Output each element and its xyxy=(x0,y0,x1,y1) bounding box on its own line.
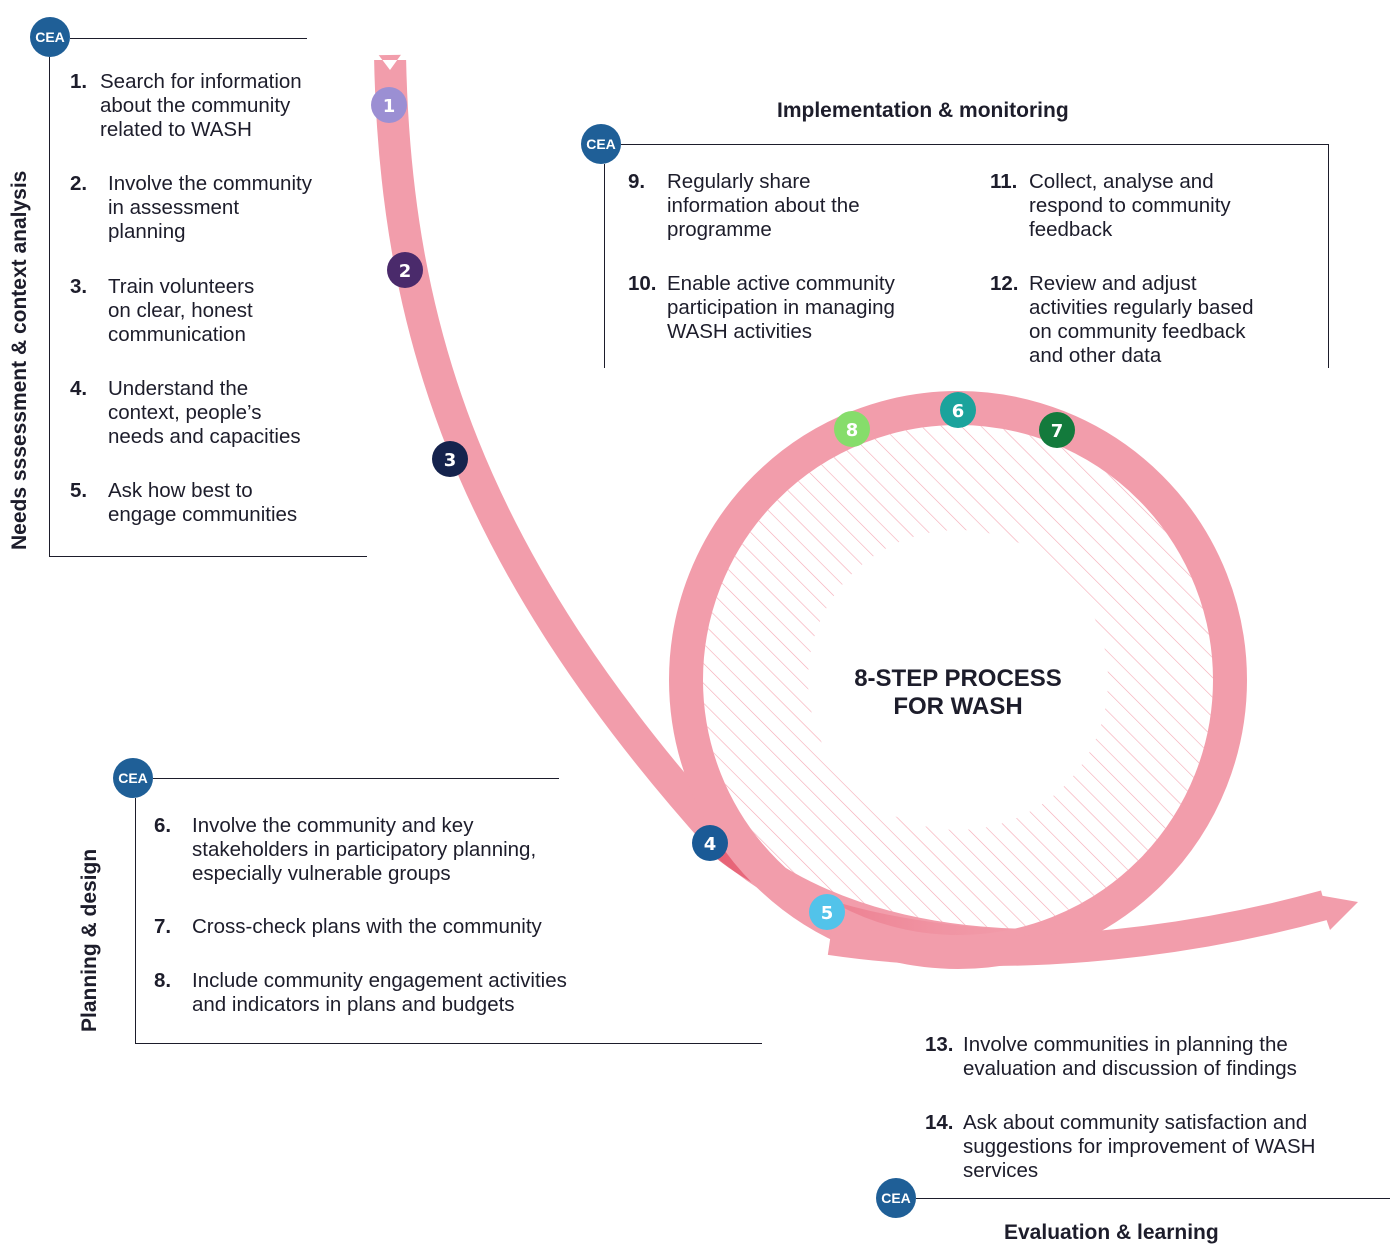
implementation-item-9: 9. Regularly share information about the… xyxy=(628,170,968,242)
step-circle-3: 3 xyxy=(432,441,468,477)
ribbon-top-notch xyxy=(371,45,408,70)
section-rule xyxy=(49,556,367,557)
cea-badge: CEA xyxy=(581,124,621,164)
implementation-item-12: 12. Review and adjust activities regular… xyxy=(990,272,1320,368)
step-circle-5: 5 xyxy=(809,894,845,930)
evaluation-item-13: 13. Involve communities in planning the … xyxy=(925,1033,1385,1081)
step-5-label: 5 xyxy=(821,903,834,924)
item-text: Enable active community participation in… xyxy=(667,272,895,343)
item-number: 11. xyxy=(990,170,1018,193)
ribbon-tail-head xyxy=(1318,895,1358,930)
item-text: Search for information about the communi… xyxy=(100,70,302,141)
step-2-label: 2 xyxy=(399,261,412,282)
item-number: 13. xyxy=(925,1033,954,1056)
needs-item-4: 4. Understand the context, people’s need… xyxy=(70,377,370,449)
step-1-label: 1 xyxy=(383,96,396,117)
cea-badge: CEA xyxy=(30,17,70,57)
section-rule xyxy=(135,1043,762,1044)
item-number: 3. xyxy=(70,275,88,298)
needs-item-2: 2. Involve the community in assessment p… xyxy=(70,172,370,244)
item-text: Involve the community in assessment plan… xyxy=(108,172,312,243)
step-circle-4: 4 xyxy=(692,825,728,861)
implementation-item-11: 11. Collect, analyse and respond to comm… xyxy=(990,170,1320,242)
loop-inner-white xyxy=(808,530,1108,830)
step-1-fill xyxy=(371,87,407,123)
item-text: Review and adjust activities regularly b… xyxy=(1029,272,1254,367)
item-number: 8. xyxy=(154,969,172,992)
implementation-section-title: Implementation & monitoring xyxy=(777,99,1069,122)
item-text: Involve communities in planning the eval… xyxy=(963,1033,1297,1080)
item-number: 14. xyxy=(925,1111,954,1134)
planning-item-8: 8. Include community engagement activiti… xyxy=(154,969,674,1017)
planning-item-7: 7. Cross-check plans with the community xyxy=(154,915,634,939)
section-rule xyxy=(135,798,136,1044)
step-4-fill xyxy=(692,825,728,861)
item-number: 10. xyxy=(628,272,657,295)
item-number: 1. xyxy=(70,70,88,93)
step-6-label: 6 xyxy=(952,401,965,422)
needs-item-3: 3. Train volunteers on clear, honest com… xyxy=(70,275,370,347)
item-number: 6. xyxy=(154,814,172,837)
section-rule xyxy=(153,778,559,779)
needs-item-1: 1. Search for information about the comm… xyxy=(70,70,360,142)
needs-section-title: Needs sssessment & context analysis xyxy=(8,170,31,550)
cea-badge: CEA xyxy=(113,758,153,798)
step-circle-1: 1 xyxy=(371,87,407,123)
center-title: 8-STEP PROCESS FOR WASH xyxy=(854,665,1062,720)
section-rule xyxy=(916,1198,1390,1199)
item-text: Ask about community satisfaction and sug… xyxy=(963,1111,1316,1182)
step-circle-8: 8 xyxy=(834,411,870,447)
item-number: 2. xyxy=(70,172,88,195)
step-circle-2: 2 xyxy=(387,252,423,288)
step-8-fill xyxy=(834,411,870,447)
section-rule xyxy=(604,164,605,368)
ribbon-tail xyxy=(827,890,1329,967)
planning-section-title: Planning & design xyxy=(78,848,101,1032)
step-6-fill xyxy=(940,392,976,428)
section-rule xyxy=(49,57,50,557)
evaluation-section-title: Evaluation & learning xyxy=(1004,1221,1219,1244)
needs-item-5: 5. Ask how best to engage communities xyxy=(70,479,370,527)
item-number: 12. xyxy=(990,272,1019,295)
item-text: Regularly share information about the pr… xyxy=(667,170,860,241)
step-circle-6: 6 xyxy=(940,392,976,428)
item-text: Train volunteers on clear, honest commun… xyxy=(108,275,255,346)
section-rule xyxy=(621,144,1329,145)
section-rule xyxy=(70,38,307,39)
item-text: Understand the context, people’s needs a… xyxy=(108,377,301,448)
step-5-fill xyxy=(809,894,845,930)
step-2-fill xyxy=(387,252,423,288)
step-3-label: 3 xyxy=(444,450,457,471)
evaluation-item-14: 14. Ask about community satisfaction and… xyxy=(925,1111,1385,1183)
item-text: Ask how best to engage communities xyxy=(108,479,298,526)
step-8-label: 8 xyxy=(846,420,859,441)
section-rule xyxy=(1328,144,1329,368)
cea-badge: CEA xyxy=(876,1178,916,1218)
item-text: Collect, analyse and respond to communit… xyxy=(1029,170,1231,241)
step-circle-7: 7 xyxy=(1039,412,1075,448)
item-number: 5. xyxy=(70,479,88,502)
item-number: 9. xyxy=(628,170,646,193)
item-text: Include community engagement activities … xyxy=(192,969,567,1016)
step-4-label: 4 xyxy=(704,834,717,855)
item-number: 7. xyxy=(154,915,172,938)
item-text: Involve the community and key stakeholde… xyxy=(192,814,537,885)
item-number: 4. xyxy=(70,377,88,400)
implementation-item-10: 10. Enable active community participatio… xyxy=(628,272,978,344)
step-7-fill xyxy=(1039,412,1075,448)
planning-item-6: 6. Involve the community and key stakeho… xyxy=(154,814,634,886)
step-7-label: 7 xyxy=(1051,421,1064,442)
step-3-fill xyxy=(432,441,468,477)
item-text: Cross-check plans with the community xyxy=(192,915,542,938)
